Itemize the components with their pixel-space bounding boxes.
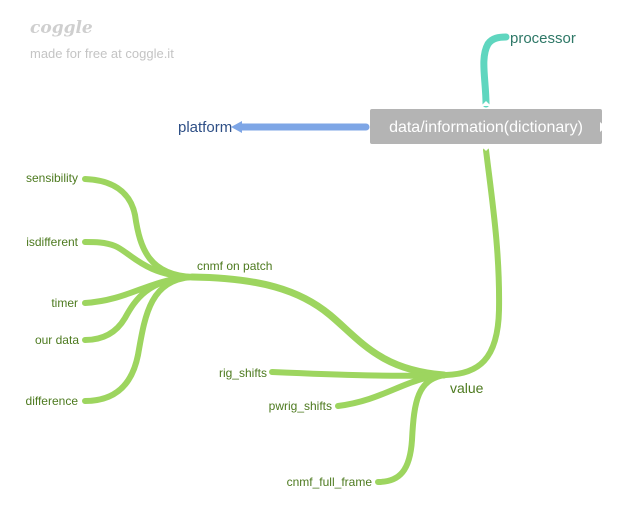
branch-cnmf-full-frame — [375, 372, 447, 485]
node-rig-shifts[interactable]: rig_shifts — [219, 366, 267, 380]
branch-value — [443, 147, 503, 378]
node-cnmf-on-patch[interactable]: cnmf on patch — [197, 259, 272, 273]
node-timer[interactable]: timer — [51, 296, 78, 310]
node-processor[interactable]: processor — [510, 30, 576, 47]
root-node[interactable]: data/information(dictionary) — [370, 101, 606, 151]
branch-platform-arrowhead — [231, 121, 242, 133]
branch-our-data — [82, 274, 195, 343]
node-isdifferent[interactable]: isdifferent — [26, 235, 78, 249]
coggle-logo: coggle — [30, 18, 93, 38]
expand-down-icon[interactable] — [481, 146, 491, 151]
branch-isdifferent — [82, 239, 195, 280]
node-cnmf-full-frame[interactable]: cnmf_full_frame — [287, 475, 373, 489]
branch-difference — [82, 274, 195, 404]
node-sensibility[interactable]: sensibility — [26, 171, 78, 185]
node-platform[interactable]: platform — [178, 119, 232, 136]
root-label: data/information(dictionary) — [389, 119, 583, 136]
node-pwrig-shifts[interactable]: pwrig_shifts — [269, 399, 332, 413]
node-our-data[interactable]: our data — [35, 333, 79, 347]
branch-cnmf-on-patch — [188, 273, 448, 379]
branch-processor — [480, 33, 510, 108]
node-value[interactable]: value — [450, 380, 484, 396]
collapse-right-icon[interactable] — [600, 122, 606, 132]
node-difference[interactable]: difference — [26, 394, 79, 408]
coggle-tagline: made for free at coggle.it — [30, 46, 174, 61]
expand-up-icon[interactable] — [481, 101, 491, 106]
